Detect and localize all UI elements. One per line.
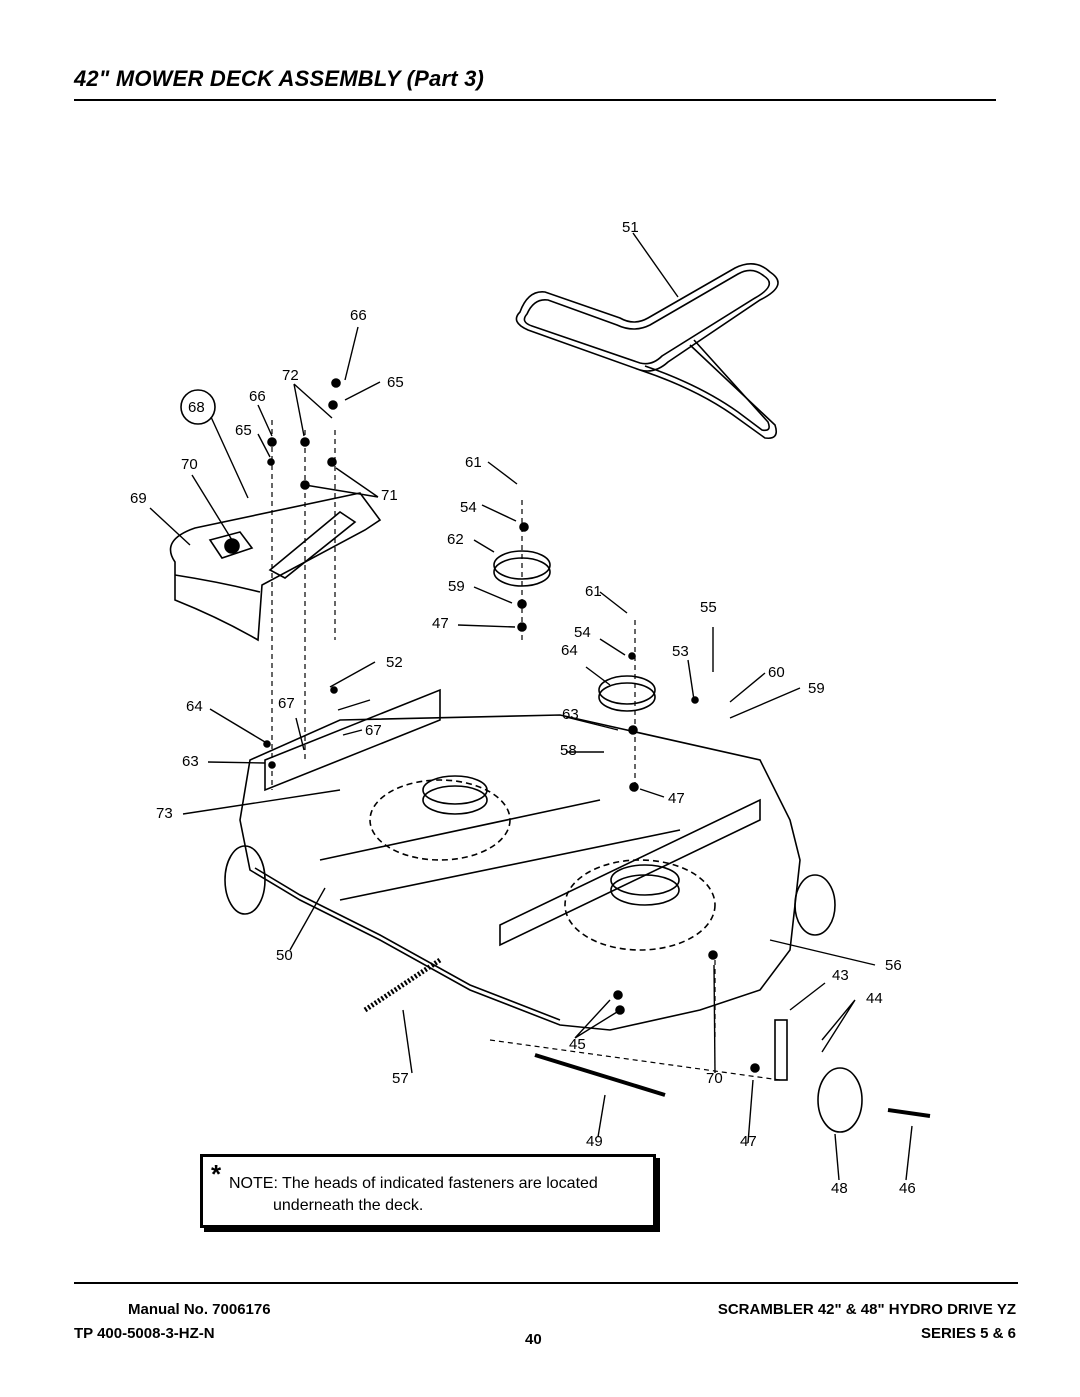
callout-61: 61 [585, 583, 602, 600]
page-number: 40 [525, 1331, 542, 1348]
callout-46: 46 [899, 1180, 916, 1197]
callout-65: 65 [235, 422, 252, 439]
callout-47: 47 [740, 1133, 757, 1150]
page-title: 42" MOWER DECK ASSEMBLY (Part 3) [74, 66, 485, 91]
callout-58: 58 [560, 742, 577, 759]
leader-lines [149, 232, 913, 1181]
callout-63: 63 [562, 706, 579, 723]
callout-51: 51 [622, 219, 639, 236]
callout-56: 56 [885, 957, 902, 974]
callout-54: 54 [460, 499, 477, 516]
callout-66: 66 [249, 388, 266, 405]
callout-67: 67 [278, 695, 295, 712]
belt-drawing [515, 263, 779, 440]
callout-71: 71 [381, 487, 398, 504]
callout-44: 44 [866, 990, 883, 1007]
callout-54: 54 [574, 624, 591, 641]
callout-59: 59 [448, 578, 465, 595]
callout-62: 62 [447, 531, 464, 548]
callout-57: 57 [392, 1070, 409, 1087]
callout-65: 65 [387, 374, 404, 391]
note-line-1: NOTE: The heads of indicated fasteners a… [229, 1175, 598, 1192]
callout-64: 64 [186, 698, 203, 715]
tp-number: TP 400-5008-3-HZ-N [74, 1325, 215, 1342]
callout-69: 69 [130, 490, 147, 507]
callout-55: 55 [700, 599, 717, 616]
title-rule [74, 99, 996, 101]
asterisk-icon: * [211, 1159, 222, 1189]
callout-63: 63 [182, 753, 199, 770]
mower-deck-drawing [224, 378, 931, 1133]
belt-cover-drawing [169, 492, 382, 642]
callout-73: 73 [156, 805, 173, 822]
series-label: SERIES 5 & 6 [920, 1325, 1016, 1342]
callout-60: 60 [768, 664, 785, 681]
manual-number: Manual No. 7006176 [128, 1301, 271, 1318]
callout-59: 59 [808, 680, 825, 697]
callout-52: 52 [386, 654, 403, 671]
callout-labels: 51 66 72 65 68 66 65 70 71 69 61 54 62 59 61 55 47 54 53 60… [130, 219, 916, 1197]
callout-49: 49 [586, 1133, 603, 1150]
callout-45: 45 [569, 1036, 586, 1053]
callout-61: 61 [465, 454, 482, 471]
callout-48: 48 [831, 1180, 848, 1197]
callout-47: 47 [432, 615, 449, 632]
note-box: * NOTE: The heads of indicated fasteners… [200, 1154, 656, 1228]
callout-66: 66 [350, 307, 367, 324]
callout-47: 47 [668, 790, 685, 807]
note-line-2: underneath the deck. [273, 1197, 424, 1214]
callout-70: 70 [706, 1070, 723, 1087]
callout-68: 68 [188, 399, 205, 416]
callout-53: 53 [672, 643, 689, 660]
callout-circle-68 [180, 389, 216, 425]
callout-72: 72 [282, 367, 299, 384]
footer-rule [74, 1282, 1018, 1284]
callout-43: 43 [832, 967, 849, 984]
callout-64: 64 [561, 642, 578, 659]
callout-67: 67 [365, 722, 382, 739]
callout-50: 50 [276, 947, 293, 964]
callout-70: 70 [181, 456, 198, 473]
model-name: SCRAMBLER 42" & 48" HYDRO DRIVE YZ [717, 1301, 1016, 1318]
